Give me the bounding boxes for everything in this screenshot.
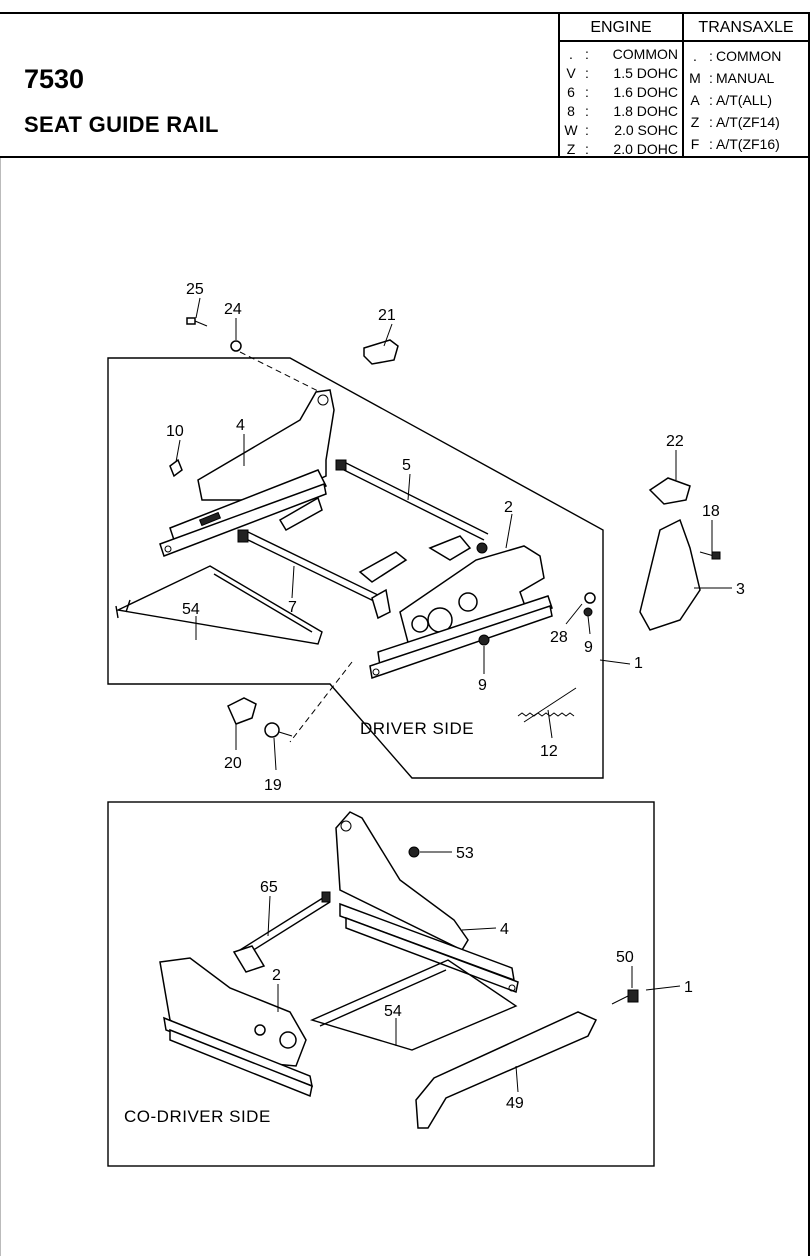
diagram-frame xyxy=(0,158,810,1256)
part-54-towel-bar xyxy=(115,565,323,645)
co-driver-side-label: CO-DRIVER SIDE xyxy=(124,1107,271,1126)
section-title: SEAT GUIDE RAIL xyxy=(24,112,219,137)
part-22-cover xyxy=(648,477,691,505)
callout-4: 4 xyxy=(236,417,245,434)
callout-3: 3 xyxy=(736,581,745,598)
engine-legend-row: .:COMMON xyxy=(569,46,678,62)
callout-9: 9 xyxy=(478,677,487,694)
transaxle-legend-row: M:MANUAL xyxy=(689,70,775,86)
callout-25: 25 xyxy=(186,281,204,298)
callout-2: 2 xyxy=(504,499,513,516)
callout-5: 5 xyxy=(402,457,411,474)
part-49-bracket xyxy=(415,1011,598,1129)
part-20-cover xyxy=(227,697,257,725)
part-21-cover xyxy=(363,339,399,365)
part-7-crossbar xyxy=(237,529,391,620)
part-65-crossbar xyxy=(232,891,331,973)
part-25-bolt xyxy=(186,317,208,327)
callout-50: 50 xyxy=(616,949,634,966)
callout-22: 22 xyxy=(666,433,684,450)
part-9-nut xyxy=(583,607,593,617)
transaxle-legend: TRANSAXLE .:COMMON M:MANUAL A:A/T(ALL) Z… xyxy=(682,14,808,156)
callout-54: 54 xyxy=(182,601,200,618)
part-28-washer xyxy=(584,592,596,604)
callout-24: 24 xyxy=(224,301,242,318)
part-5-crossbar xyxy=(335,459,489,561)
callout-4: 4 xyxy=(500,921,509,938)
callout-20: 20 xyxy=(224,755,242,772)
transaxle-legend-row: A:A/T(ALL) xyxy=(690,92,773,108)
part-2-seat-rail-front xyxy=(159,957,314,1098)
part-2-seat-rail-right xyxy=(369,545,553,679)
driver-side-label: DRIVER SIDE xyxy=(360,719,474,738)
co-driver-side-group-outline xyxy=(107,801,655,1167)
driver-side-assembly: 25 24 21 10 4 5 22 2 18 3 7 54 28 9 1 9 … xyxy=(107,281,745,794)
callout-7: 7 xyxy=(288,599,297,616)
engine-legend-heading: ENGINE xyxy=(560,14,682,42)
callout-1: 1 xyxy=(634,655,643,672)
page-header: 7530 SEAT GUIDE RAIL ENGINE .:COMMON V:1… xyxy=(0,12,810,158)
callout-54: 54 xyxy=(384,1003,402,1020)
callout-53: 53 xyxy=(456,845,474,862)
part-18-screw xyxy=(699,551,721,560)
engine-legend-row: V:1.5 DOHC xyxy=(566,65,678,81)
part-24-nut xyxy=(230,340,242,352)
engine-legend-row: 8:1.8 DOHC xyxy=(567,103,678,119)
callout-65: 65 xyxy=(260,879,278,896)
engine-legend: ENGINE .:COMMON V:1.5 DOHC 6:1.6 DOHC 8:… xyxy=(558,14,682,157)
part-50-bolt xyxy=(611,989,639,1005)
engine-legend-row: W:2.0 SOHC xyxy=(564,122,678,138)
co-driver-side-leader-lines xyxy=(267,851,681,1093)
driver-side-group-outline xyxy=(107,357,604,779)
callout-49: 49 xyxy=(506,1095,524,1112)
transaxle-legend-row: F:A/T(ZF16) xyxy=(690,136,780,152)
linkage-part xyxy=(358,551,408,583)
part-10-clip xyxy=(169,458,183,478)
engine-legend-row: Z:2.0 DOHC xyxy=(566,141,678,157)
transaxle-legend-heading: TRANSAXLE xyxy=(684,14,808,42)
engine-legend-row: 6:1.6 DOHC xyxy=(567,84,678,100)
callout-10: 10 xyxy=(166,423,184,440)
transaxle-legend-row: Z:A/T(ZF14) xyxy=(690,114,780,130)
callout-1: 1 xyxy=(684,979,693,996)
driver-side-leader-lines xyxy=(175,297,732,771)
callout-18: 18 xyxy=(702,503,720,520)
part-4-seat-rail-rear xyxy=(335,811,519,994)
section-code: 7530 xyxy=(24,64,85,94)
part-9-nut xyxy=(478,634,490,646)
callout-2: 2 xyxy=(272,967,281,984)
callout-19: 19 xyxy=(264,777,282,794)
part-54-towel-bar xyxy=(309,959,518,1051)
callout-9: 9 xyxy=(584,639,593,656)
co-driver-side-assembly: 53 65 4 2 50 1 54 49 CO-DRIVER SIDE xyxy=(107,801,693,1167)
callout-28: 28 xyxy=(550,629,568,646)
part-4-seat-rail-left xyxy=(159,389,335,557)
callout-21: 21 xyxy=(378,307,396,324)
part-12-spring xyxy=(517,687,577,723)
part-53-nut xyxy=(408,846,420,858)
part-3-recliner-bracket xyxy=(639,518,701,631)
linkage-part xyxy=(278,496,323,532)
part-19-bolt xyxy=(264,722,293,738)
callout-12: 12 xyxy=(540,743,558,760)
transaxle-legend-row: .:COMMON xyxy=(693,48,782,64)
